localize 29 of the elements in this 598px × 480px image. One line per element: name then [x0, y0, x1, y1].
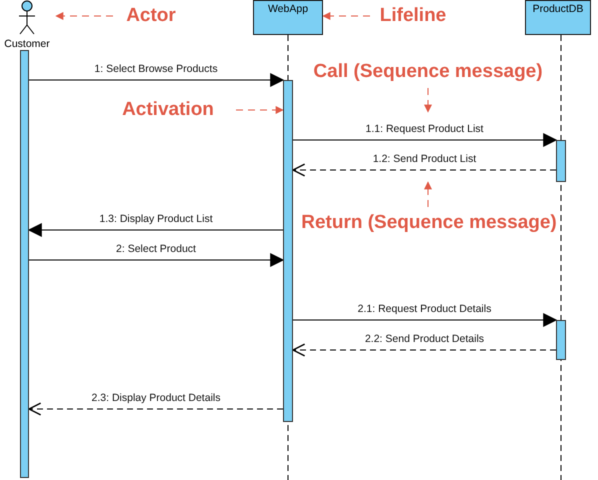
message-label: 2.3: Display Product Details — [90, 392, 222, 405]
leader-arrow — [55, 12, 114, 20]
message-label: 2.1: Request Product Details — [356, 303, 492, 316]
actor-name: Customer — [4, 38, 50, 50]
leader-arrow — [424, 181, 432, 208]
annotation-text: Activation — [108, 97, 228, 123]
message-arrow — [28, 223, 284, 237]
message-label: 1.3: Display Product List — [98, 213, 214, 226]
activation-bar — [556, 320, 566, 360]
leader-arrow — [322, 12, 370, 20]
lifeline-head: WebApp — [253, 0, 323, 35]
leader-arrow — [424, 88, 432, 113]
return-message-arrow — [292, 163, 556, 177]
return-message-arrow — [292, 343, 556, 357]
return-message-arrow — [28, 402, 284, 416]
annotation-text: Call (Sequence message) — [304, 59, 552, 85]
leader-arrow — [236, 106, 284, 114]
message-arrow — [28, 253, 284, 267]
message-arrow — [28, 73, 284, 87]
message-arrow — [292, 313, 558, 327]
message-label: 1.1: Request Product List — [364, 123, 484, 136]
message-arrow — [292, 133, 558, 147]
activation-bar — [283, 80, 293, 422]
activation-bar — [556, 140, 566, 182]
annotation-text: Actor — [121, 3, 181, 29]
annotation-text: Lifeline — [378, 3, 448, 29]
lifeline-head: ProductDB — [525, 0, 591, 35]
activation-bar — [20, 50, 29, 478]
annotation-text: Return (Sequence message) — [296, 210, 562, 236]
